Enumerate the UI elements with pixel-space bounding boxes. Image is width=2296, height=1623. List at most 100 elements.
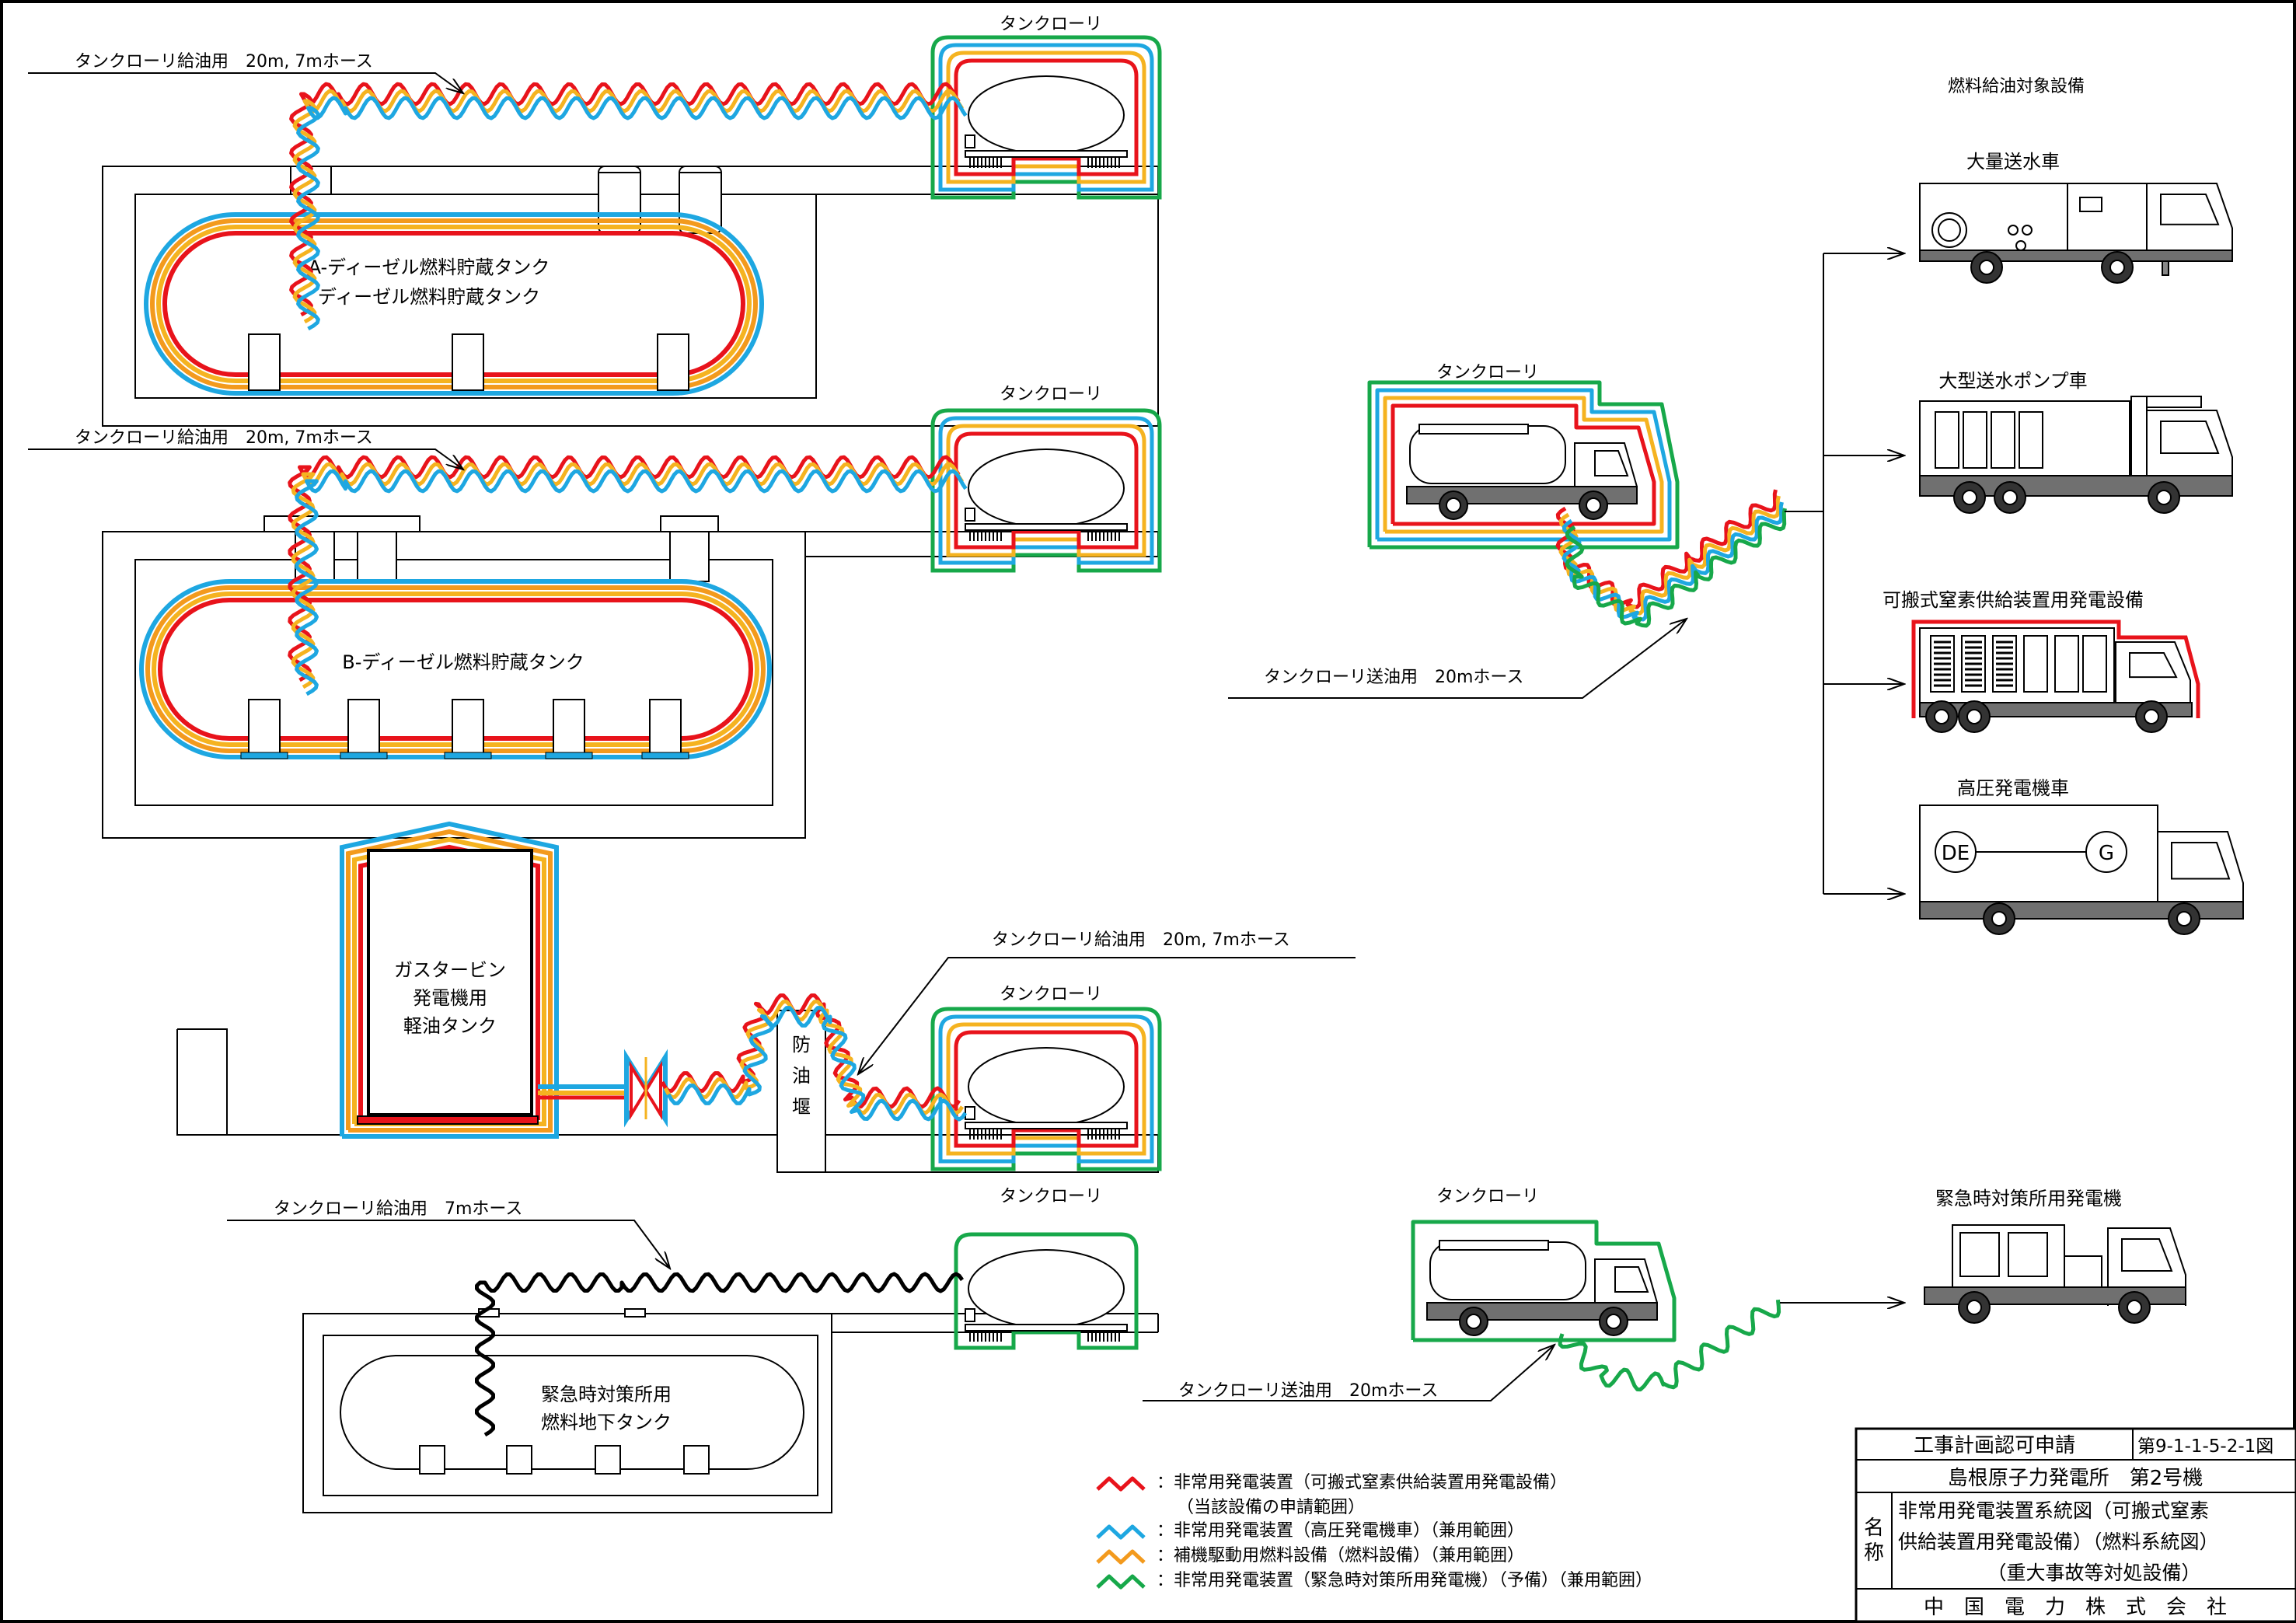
- hose-send-top-blue: [1561, 501, 1784, 622]
- hose-label-send-top: タンクローリ送油用 20mホース: [1264, 668, 1523, 687]
- legend-item-orange: ：補機駆動用燃料設備（燃料設備）（兼用範囲）: [1096, 1546, 1524, 1565]
- tb-figure-no: 第9-1-1-5-2-1図: [2137, 1436, 2273, 1457]
- hose-em: [475, 1272, 965, 1437]
- a-tank-blue-outline: [144, 212, 764, 396]
- hose-send-bottom-green: [1558, 1299, 1781, 1392]
- tank-lorry-b: [930, 408, 1162, 573]
- target-label-pump: 大型送水ポンプ車: [1938, 370, 2087, 392]
- em-tank-label-1: 緊急時対策所用: [541, 1384, 672, 1405]
- legend-swatch-blue: [1096, 1524, 1146, 1540]
- gt-blue: [340, 821, 559, 1139]
- dike-2: 油: [792, 1065, 811, 1087]
- hose-b-yellow: [291, 462, 965, 689]
- target-label-n2: 可搬式窒素供給装置用発電設備: [1883, 589, 2144, 611]
- b-pit-outer: [102, 531, 806, 839]
- legend-text-green: ：非常用発電装置（緊急時対策所用発電機）（予備）（兼用範囲）: [1157, 1571, 1652, 1590]
- tank-lorry-a-outline-blue: [938, 43, 1154, 192]
- hose-b-red: [288, 455, 961, 682]
- legend-text-orange: ：補機駆動用燃料設備（燃料設備）（兼用範囲）: [1157, 1546, 1524, 1565]
- hose-send-top: [1555, 489, 1787, 628]
- tank-lorry-gt: [930, 1007, 1162, 1171]
- tank-lorry-gt-outline-blue: [938, 1014, 1154, 1164]
- lorry-label-truck1: タンクローリ: [1436, 363, 1539, 382]
- gas-turbine-tank-group: ガスタービン 発電機用 軽油タンク 防 油 堰: [176, 821, 1159, 1173]
- tank-lorry-gt-tank: [968, 1047, 1125, 1126]
- hose-label-a: タンクローリ給油用 20m, 7mホース: [75, 52, 373, 72]
- hose-label-gt: タンクローリ給油用 20m, 7mホース: [992, 930, 1290, 950]
- tank-lorry-a-tank: [968, 75, 1125, 155]
- lorry-label-a: タンクローリ: [1000, 15, 1102, 34]
- nitrogen-generator-red-outline: [1911, 620, 2200, 718]
- tb-plant: 島根原子力発電所 第2号機: [1948, 1467, 2204, 1490]
- gt-label-1: ガスタービン: [394, 959, 506, 981]
- target-label-hv: 高圧発電機車: [1957, 777, 2069, 799]
- em-tank-label-2: 燃料地下タンク: [541, 1412, 672, 1433]
- a-tank-pit-inner: [134, 194, 817, 399]
- target-label-em-gen: 緊急時対策所用発電機: [1935, 1188, 2122, 1209]
- tank-lorry-a: [930, 35, 1162, 200]
- hose-label-b: タンクローリ給油用 20m, 7mホース: [75, 428, 373, 448]
- legend: ：非常用発電装置（可搬式窒素供給装置用発電設備）（当該設備の申請範囲） ：非常用発…: [1096, 1473, 1652, 1590]
- hose-send-bottom: [1558, 1299, 1781, 1392]
- gt-tank-body: [367, 849, 533, 1116]
- tank-lorry-send-bottom: [1411, 1220, 1677, 1342]
- legend-swatch-green: [1096, 1574, 1146, 1590]
- tank-lorry-em-outline-green: [954, 1232, 1139, 1350]
- tank-lorry-em-tank: [968, 1249, 1125, 1328]
- title-block: 工事計画認可申請 第9-1-1-5-2-1図 島根原子力発電所 第2号機 名 称…: [1855, 1427, 2296, 1623]
- emergency-generator-truck: [1924, 1224, 2186, 1324]
- de-label: DE: [1942, 842, 1970, 865]
- legend-text-blue: ：非常用発電装置（高圧発電機車）（兼用範囲）: [1157, 1521, 1524, 1541]
- hose-send-top-green: [1565, 508, 1787, 628]
- hose-label-send-bottom: タンクローリ送油用 20mホース: [1178, 1381, 1438, 1401]
- tb-name-2: 供給装置用発電設備）（燃料系統図）: [1898, 1531, 2219, 1553]
- hose-b: [288, 455, 968, 696]
- targets-header: 燃料給油対象設備: [1948, 77, 2085, 96]
- dike-3: 堰: [792, 1096, 811, 1118]
- tank-lorry-send-top-outline-green: [1367, 380, 1680, 550]
- tank-lorry-send-top-tank: [1409, 425, 1566, 484]
- tank-lorries-layer: [930, 35, 1680, 1350]
- hose-em-body: [475, 1272, 965, 1437]
- tank-lorry-b-outline-yellow: [946, 424, 1146, 557]
- large-pump-truck: [1919, 396, 2233, 514]
- lorry-label-truck2: タンクローリ: [1436, 1187, 1539, 1206]
- em-pit-outer: [302, 1313, 832, 1513]
- tank-lorry-send-top-outline-yellow: [1383, 396, 1664, 534]
- legend-item-green: ：非常用発電装置（緊急時対策所用発電機）（予備）（兼用範囲）: [1096, 1571, 1652, 1590]
- hose-label-em: タンクローリ給油用 7mホース: [274, 1199, 522, 1219]
- a-vent-1: [598, 166, 641, 234]
- tb-name-3: （重大事故等対処設備）: [1987, 1562, 2200, 1584]
- tank-lorry-gt-outline-yellow: [946, 1022, 1146, 1156]
- b-pit-inner: [134, 559, 773, 806]
- tank-lorry-send-top: [1367, 380, 1680, 550]
- em-tank-body: [340, 1355, 804, 1470]
- legend-item-red: ：非常用発電装置（可搬式窒素供給装置用発電設備）（当該設備の申請範囲）: [1096, 1473, 1567, 1517]
- gt-label-3: 軽油タンク: [403, 1015, 497, 1037]
- gt-orange: [346, 829, 553, 1133]
- tank-lorry-send-bottom-tank: [1429, 1241, 1586, 1300]
- legend-item-blue: ：非常用発電装置（高圧発電機車）（兼用範囲）: [1096, 1521, 1524, 1541]
- target-label-water: 大量送水車: [1966, 151, 2060, 173]
- hose-a-red: [289, 82, 961, 317]
- tank-lorry-send-top-outline-red: [1391, 403, 1656, 526]
- hose-b-blue: [295, 469, 968, 696]
- tank-lorry-b-outline-green: [930, 408, 1162, 573]
- hose-a-yellow: [292, 89, 965, 324]
- tb-name-label-2: 称: [1864, 1541, 1884, 1565]
- tank-lorry-gt-outline-red: [954, 1030, 1139, 1148]
- tank-lorry-send-bottom-outline-green: [1411, 1220, 1677, 1342]
- legend-swatch-orange: [1096, 1549, 1146, 1565]
- a-tank-label-2: ディーゼル燃料貯蔵タンク: [318, 286, 540, 308]
- tank-lorry-a-outline-yellow: [946, 51, 1146, 184]
- tank-lorry-b-tank: [968, 449, 1125, 528]
- hose-gt: [660, 993, 968, 1122]
- hose-a: [289, 82, 968, 331]
- hose-gt-blue: [666, 1006, 968, 1122]
- tank-lorry-gt-outline-green: [930, 1007, 1162, 1171]
- emergency-tank-group: 緊急時対策所用 燃料地下タンク: [302, 1308, 1159, 1513]
- lorry-label-gt: タンクローリ: [1000, 985, 1102, 1004]
